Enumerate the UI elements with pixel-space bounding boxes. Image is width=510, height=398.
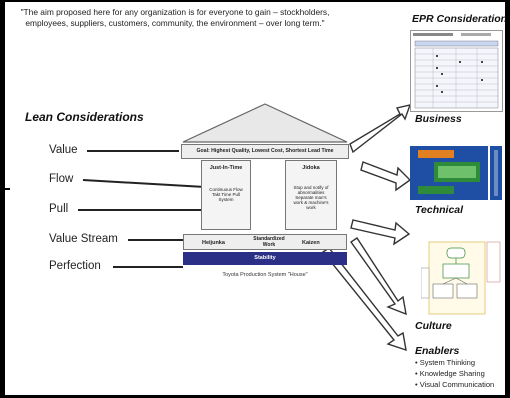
jit-label: Just-In-Time (209, 165, 243, 171)
house-pillar-jit: Just-In-Time Continuous Flow Takt Time P… (201, 160, 251, 230)
house-pillar-jidoka: Jidoka Stop and notify of abnormalities … (285, 160, 337, 230)
culture-diagram-image (420, 241, 501, 315)
business-thumbnail (410, 30, 503, 112)
lean-considerations-title: Lean Considerations (25, 110, 144, 124)
heijunka-label: Heijunka (202, 240, 225, 246)
culture-label: Culture (415, 320, 452, 332)
lean-item-perfection: Perfection (49, 260, 101, 272)
stability-bar: Stability (183, 252, 347, 265)
house-caption: Toyota Production System "House" (222, 272, 308, 278)
quote-text: "The aim proposed here for any organizat… (20, 7, 330, 28)
business-table-image (413, 33, 499, 109)
enabler-visual-communication: • Visual Communication (415, 380, 495, 389)
lean-item-flow: Flow (49, 173, 74, 185)
enablers-label: Enablers (415, 345, 460, 357)
lean-item-pull: Pull (49, 203, 69, 215)
connector-lines (5, 104, 412, 352)
standardized-work-label: Standardized Work (253, 236, 285, 248)
business-label: Business (415, 113, 462, 125)
stability-label: Stability (254, 255, 276, 261)
technical-diagram-image (410, 146, 502, 200)
lean-item-value: Value (49, 144, 78, 156)
enabler-knowledge-sharing: • Knowledge Sharing (415, 369, 485, 378)
epr-considerations-title: EPR Considerations (412, 13, 505, 25)
slide: "The aim proposed here for any organizat… (5, 2, 505, 395)
jidoka-label: Jidoka (302, 165, 320, 171)
technical-label: Technical (415, 204, 464, 216)
jidoka-body: Stop and notify of abnormalities Separat… (293, 185, 329, 210)
jit-body: Continuous Flow Takt Time Pull System (209, 187, 243, 202)
house-foundation: Heijunka Standardized Work Kaizen (183, 234, 347, 250)
kaizen-label: Kaizen (302, 240, 320, 246)
enabler-system-thinking: • System Thinking (415, 358, 476, 367)
technical-thumbnail (410, 142, 503, 204)
lean-item-value-stream: Value Stream (49, 233, 118, 245)
culture-thumbnail (420, 238, 501, 318)
house-roof (182, 103, 348, 143)
house-goal-text: Goal: Highest Quality, Lowest Cost, Shor… (196, 148, 334, 154)
house-goal-beam: Goal: Highest Quality, Lowest Cost, Shor… (181, 144, 349, 159)
